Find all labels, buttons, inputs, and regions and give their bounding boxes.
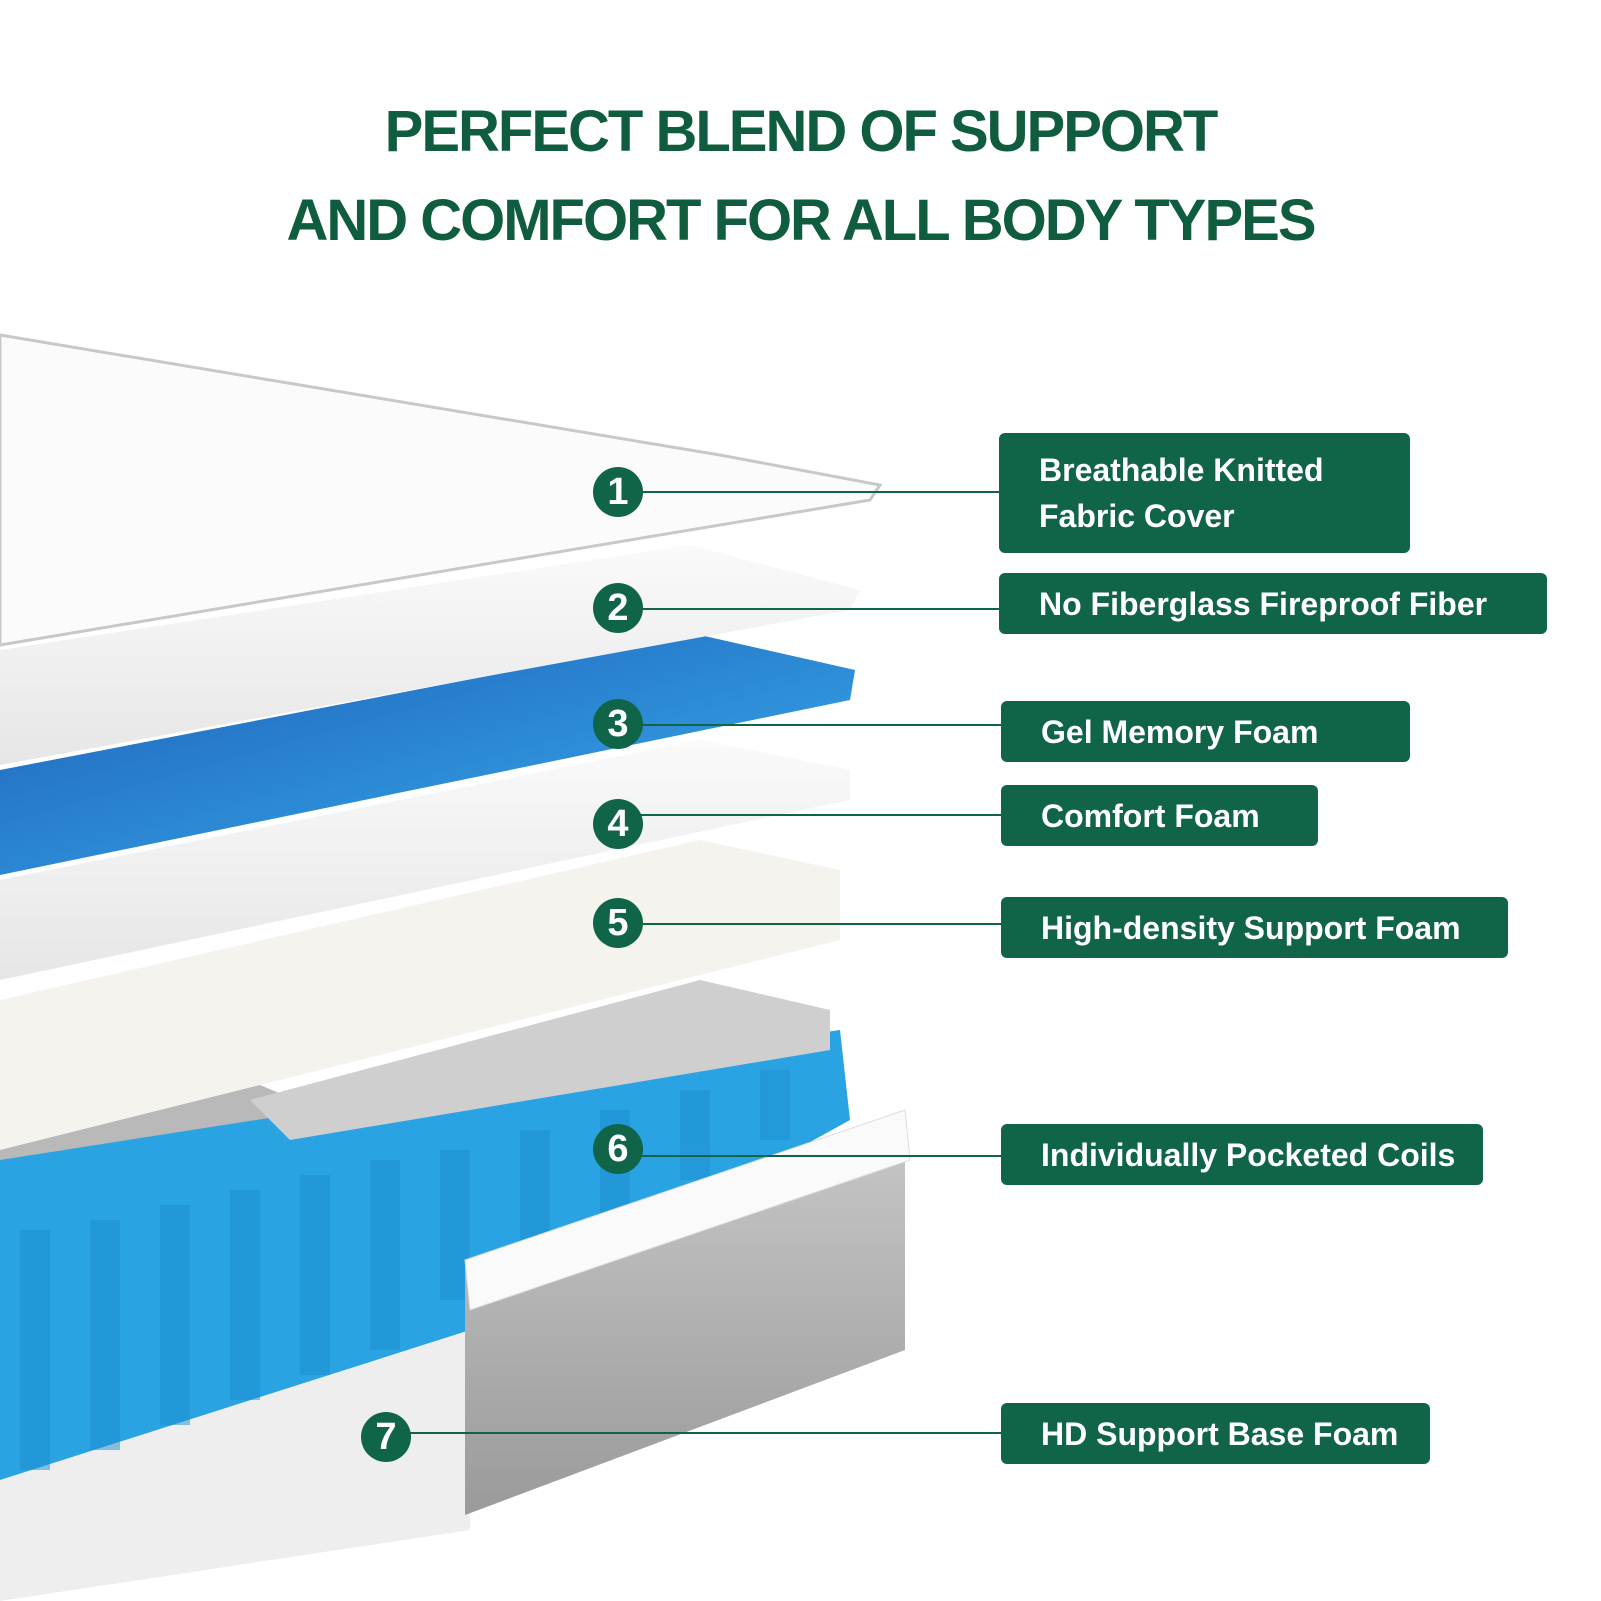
headline-line-1: PERFECT BLEND OF SUPPORT	[384, 99, 1219, 164]
connector-line-3	[618, 724, 1001, 726]
layer-label-4: Comfort Foam	[1001, 785, 1318, 846]
layer-number-badge: 1	[593, 467, 643, 517]
connector-line-1	[618, 491, 999, 493]
layer-1-fabric-cover	[0, 333, 883, 647]
connector-line-4	[618, 814, 1001, 816]
layer-number-badge: 6	[593, 1124, 643, 1174]
connector-line-5	[618, 923, 1001, 925]
mattress-side-panel	[465, 1110, 905, 1515]
layer-number-badge: 7	[361, 1412, 411, 1462]
layer-label-3: Gel Memory Foam	[1001, 701, 1410, 762]
layer-number-badge: 4	[593, 799, 643, 849]
layer-label-5: High-density Support Foam	[1001, 897, 1508, 958]
connector-line-2	[618, 608, 999, 610]
layer-3-gel-foam	[0, 635, 855, 875]
layer-4-comfort-foam	[0, 740, 850, 980]
layer-label-6: Individually Pocketed Coils	[1001, 1124, 1483, 1185]
connector-line-6	[618, 1155, 1001, 1157]
layer-label-2: No Fiberglass Fireproof Fiber	[999, 573, 1547, 634]
connector-line-7	[386, 1432, 1001, 1434]
layer-number-badge: 5	[593, 898, 643, 948]
layer-number-badge: 2	[593, 583, 643, 633]
layer-number-badge: 3	[593, 699, 643, 749]
layer-label-1: Breathable Knitted Fabric Cover	[999, 433, 1410, 553]
layer-label-7: HD Support Base Foam	[1001, 1403, 1430, 1464]
layer-2-fiber	[0, 545, 860, 765]
headline-line-2: AND COMFORT FOR ALL BODY TYPES	[286, 188, 1316, 253]
